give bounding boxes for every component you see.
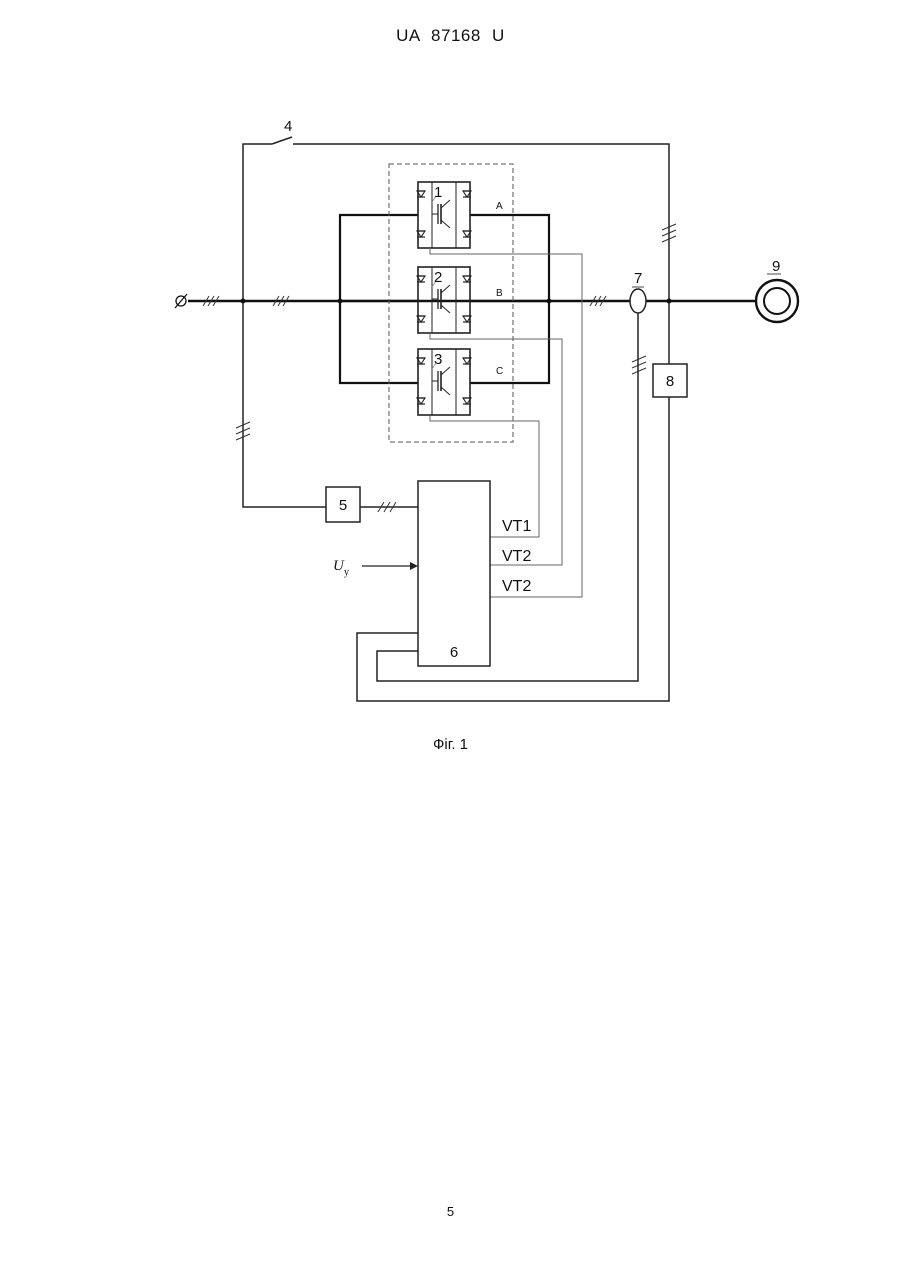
igbt-module-1 [417,182,471,248]
sensor-block-label: 8 [666,373,674,390]
control-input-subscript: y [344,567,349,578]
phase-a-label: A [496,201,503,212]
motor-icon [756,280,798,322]
phase-b-label: B [496,288,503,299]
motor-label: 9 [772,258,780,275]
vt2-label-lower: VT2 [502,578,531,595]
igbt-module-3 [417,349,471,415]
figure-caption: Фіг. 1 [0,736,901,753]
arrow-right-icon [410,562,418,570]
phase-c-label: C [496,366,503,377]
control-block-label: 6 [450,644,458,661]
transformer-label: 7 [634,270,642,287]
vt2-label-upper: VT2 [502,548,531,565]
feedback-wire [377,313,638,681]
three-phase-mark-icon [378,502,396,512]
page-number: 5 [0,1204,901,1219]
current-transformer-icon [630,289,646,313]
vt1-label: VT1 [502,518,531,535]
control-block [418,481,490,666]
module-2-label: 2 [434,269,442,286]
switch-label: 4 [284,118,292,135]
converter-enclosure [389,164,513,442]
module-3-label: 3 [434,351,442,368]
module-bus [340,215,549,383]
block-5-label: 5 [339,497,347,514]
module-1-label: 1 [434,184,442,201]
